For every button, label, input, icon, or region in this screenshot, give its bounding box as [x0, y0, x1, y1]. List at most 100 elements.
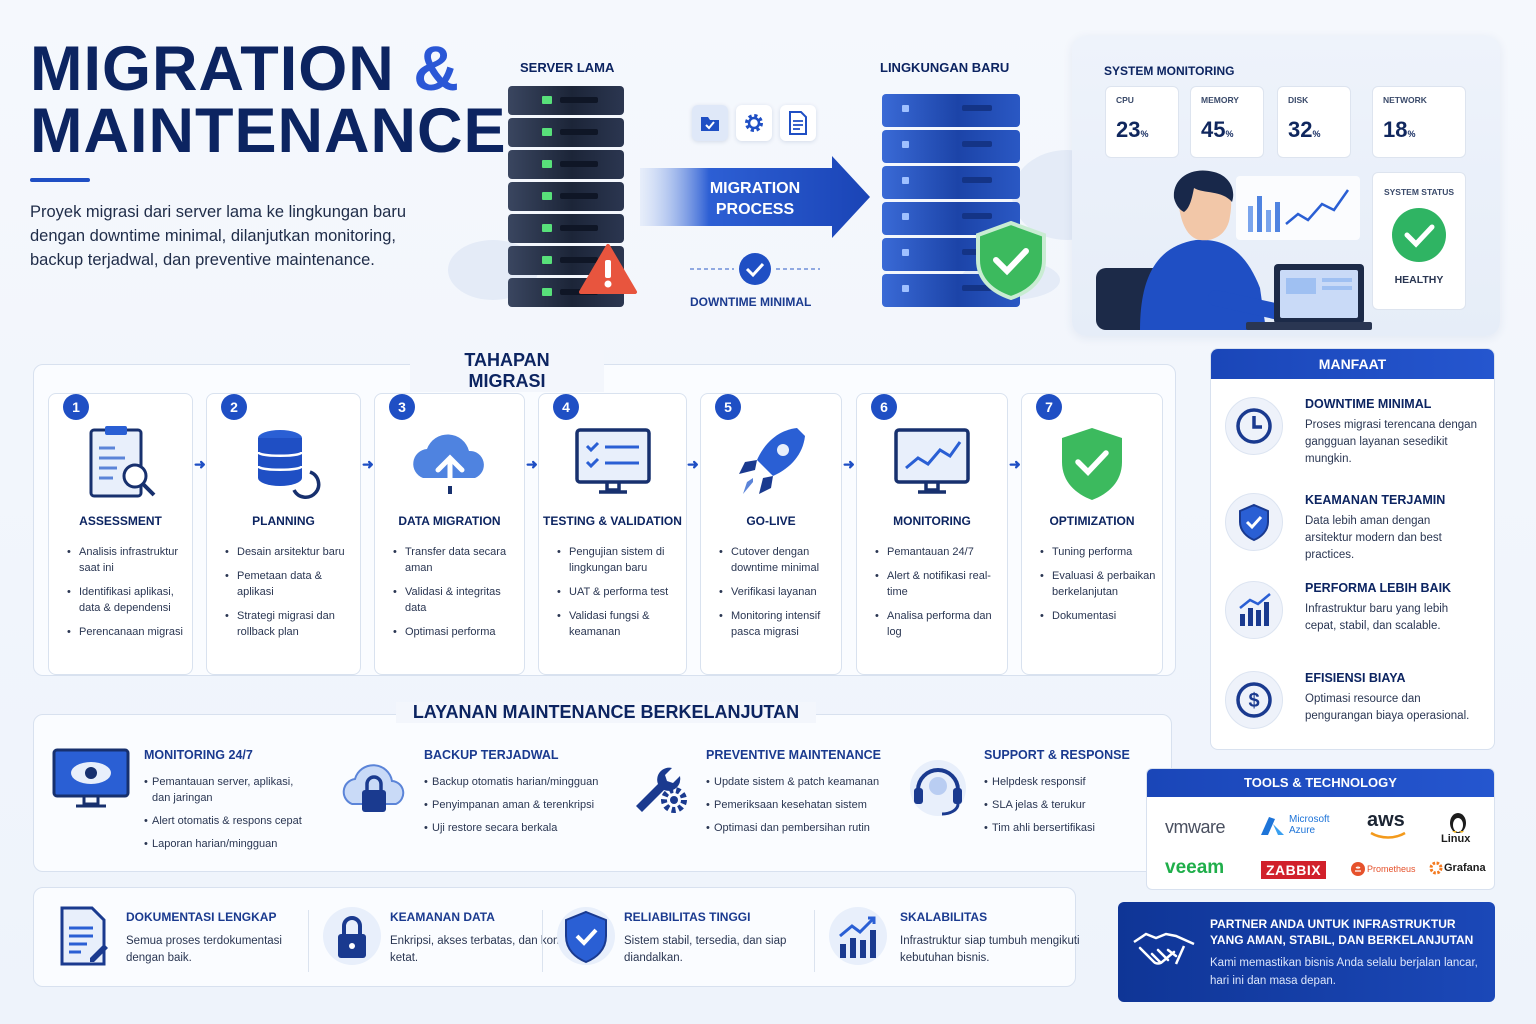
veeam-logo: veeam: [1165, 857, 1225, 878]
divider: [814, 910, 815, 972]
step-bullet: Pemetaan data & aplikasi: [225, 568, 354, 600]
chart-widget-icon: [1236, 176, 1360, 240]
step-bullet: Evaluasi & perbaikan berkelanjutan: [1040, 568, 1156, 600]
step-bullet: Perencanaan migrasi: [67, 624, 186, 640]
step-name: TESTING & VALIDATION: [543, 514, 682, 528]
headset-support-icon: [910, 760, 966, 816]
vmware-logo: vmware: [1165, 817, 1226, 837]
azure-logo-icon: [1261, 817, 1284, 835]
step-bullet: Analisa performa dan log: [875, 608, 1001, 640]
shield-check-icon: [557, 907, 615, 965]
linux-logo: Linux: [1441, 833, 1471, 845]
step-card: 5 GO-LIVE Cutover dengan downtime minima…: [700, 393, 842, 675]
title-line2: MAINTENANCE: [30, 96, 507, 166]
chevron-right-icon: ➜: [1009, 456, 1021, 472]
features-panel: [33, 887, 1076, 987]
clipboard-search-icon: [89, 426, 155, 498]
prometheus-logo-icon: [1351, 862, 1365, 876]
step-card: 1 ASSESSMENT Analisis infrastruktur saat…: [48, 393, 193, 675]
step-name: ASSESSMENT: [79, 514, 162, 528]
chevron-right-icon: ➜: [526, 456, 538, 472]
step-bullet: Pemantauan 24/7: [875, 544, 1001, 560]
title-underline: [30, 178, 90, 182]
svg-text:$: $: [1248, 690, 1259, 712]
lock-icon: [323, 907, 381, 965]
partner-banner: PARTNER ANDA UNTUK INFRASTRUKTUR YANG AM…: [1118, 902, 1495, 1002]
step-bullet: Strategi migrasi dan rollback plan: [225, 608, 354, 640]
step-name: MONITORING: [893, 514, 971, 528]
document-icon: [780, 105, 816, 141]
step-bullet: Validasi & integritas data: [393, 584, 518, 616]
maintenance-title: LAYANAN MAINTENANCE BERKELANJUTAN: [396, 702, 816, 723]
step-card: 4 TESTING & VALIDATION Pengujian sistem …: [538, 393, 687, 675]
chevron-right-icon: ➜: [194, 456, 206, 472]
chevron-right-icon: ➜: [362, 456, 374, 472]
step-bullet: Cutover dengan downtime minimal: [719, 544, 835, 576]
monitor-chart-icon: [894, 428, 970, 494]
folder-icon: [692, 105, 728, 141]
title-line1: MIGRATION: [30, 34, 395, 104]
clock-icon: [1236, 408, 1272, 444]
step-number: 3: [389, 394, 415, 420]
step-name: OPTIMIZATION: [1049, 514, 1135, 528]
step-bullet: Alert & notifikasi real-time: [875, 568, 1001, 600]
cloud-lock-icon: [342, 764, 405, 812]
migration-arrow: [640, 156, 870, 238]
step-bullet: Analisis infrastruktur saat ini: [67, 544, 186, 576]
step-bullet: Validasi fungsi & keamanan: [557, 608, 680, 640]
tools-title: TOOLS & TECHNOLOGY: [1147, 769, 1494, 797]
step-bullet: Monitoring intensif pasca migrasi: [719, 608, 835, 640]
step-number: 7: [1036, 394, 1062, 420]
step-card: 6 MONITORING Pemantauan 24/7Alert & noti…: [856, 393, 1008, 675]
grafana-logo-icon: [1429, 861, 1443, 875]
status-value: HEALTHY: [1394, 274, 1444, 286]
chevron-right-icon: ➜: [843, 456, 855, 472]
document-edit-icon: [60, 906, 108, 966]
aws-logo: aws: [1367, 809, 1405, 831]
step-name: DATA MIGRATION: [398, 514, 501, 528]
check-circle-icon: [1392, 208, 1446, 262]
step-card: 7 OPTIMIZATION Tuning performaEvaluasi &…: [1021, 393, 1163, 675]
linux-tux-icon: [1450, 813, 1466, 833]
system-status-card: SYSTEM STATUS HEALTHY: [1372, 172, 1466, 310]
step-bullet: Identifikasi aplikasi, data & dependensi: [67, 584, 186, 616]
step-card: 2 PLANNING Desain arsitektur baruPemetaa…: [206, 393, 361, 675]
step-number: 5: [715, 394, 741, 420]
divider: [542, 910, 543, 972]
divider: [308, 910, 309, 972]
partner-desc: Kami memastikan bisnis Anda selalu berja…: [1210, 957, 1478, 987]
partner-title: PARTNER ANDA UNTUK INFRASTRUKTUR YANG AM…: [1210, 917, 1474, 947]
status-title: SYSTEM STATUS: [1383, 187, 1455, 197]
old-server-label: SERVER LAMA: [520, 60, 615, 75]
old-server-icon: [508, 86, 624, 307]
downtime-check-icon: [690, 253, 820, 285]
intro-text: Proyek migrasi dari server lama ke lingk…: [30, 203, 407, 269]
aws-smile-icon: [1370, 831, 1406, 839]
shield-check-icon: [976, 220, 1046, 300]
manfaat-title: MANFAAT: [1211, 349, 1494, 379]
wrench-gear-icon: [636, 767, 687, 813]
downtime-label: DOWNTIME MINIMAL: [690, 295, 812, 309]
shield-check-icon: [1062, 428, 1122, 500]
monitoring-title: SYSTEM MONITORING: [1104, 64, 1235, 78]
step-bullet: Dokumentasi: [1040, 608, 1156, 624]
step-bullet: Verifikasi layanan: [719, 584, 835, 600]
step-number: 2: [221, 394, 247, 420]
database-sync-icon: [256, 430, 320, 499]
step-bullet: UAT & performa test: [557, 584, 680, 600]
dollar-icon: $: [1236, 682, 1272, 718]
new-env-label: LINGKUNGAN BARU: [880, 60, 1010, 75]
step-bullet: Desain arsitektur baru: [225, 544, 354, 560]
page-title: MIGRATION & MAINTENANCE: [30, 38, 507, 166]
chart-icon: [1239, 593, 1271, 626]
